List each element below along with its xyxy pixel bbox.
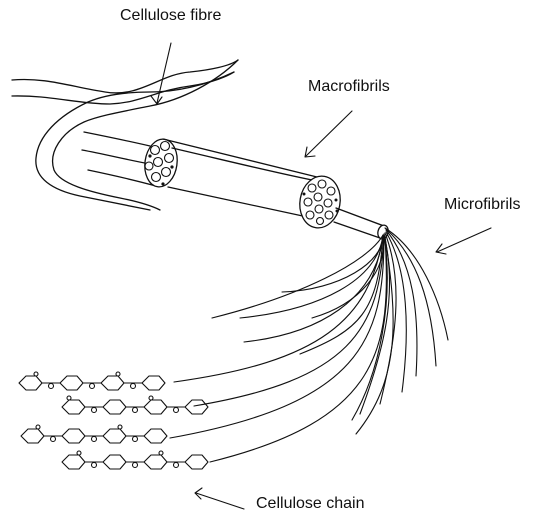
- arrow-microfibrils: [436, 228, 491, 254]
- cellulose-chain-row-4: [62, 451, 208, 469]
- cellulose-chain-row-1: [19, 372, 165, 390]
- macrofibril-bundle: [163, 139, 322, 218]
- cellulose-chain-row-3: [21, 425, 167, 443]
- arrow-macrofibrils: [305, 111, 352, 157]
- arrow-cellulose-chain: [195, 488, 244, 509]
- label-macrofibrils: Macrofibrils: [308, 78, 390, 96]
- microfibril-tube: [334, 208, 390, 240]
- label-cellulose-chain: Cellulose chain: [256, 495, 365, 513]
- label-microfibrils: Microfibrils: [444, 196, 520, 214]
- microfibril-strands: [170, 228, 448, 462]
- label-cellulose-fibre: Cellulose fibre: [120, 7, 221, 25]
- cellulose-chain-row-2: [62, 396, 208, 414]
- cellulose-fibre-strands: [12, 60, 238, 210]
